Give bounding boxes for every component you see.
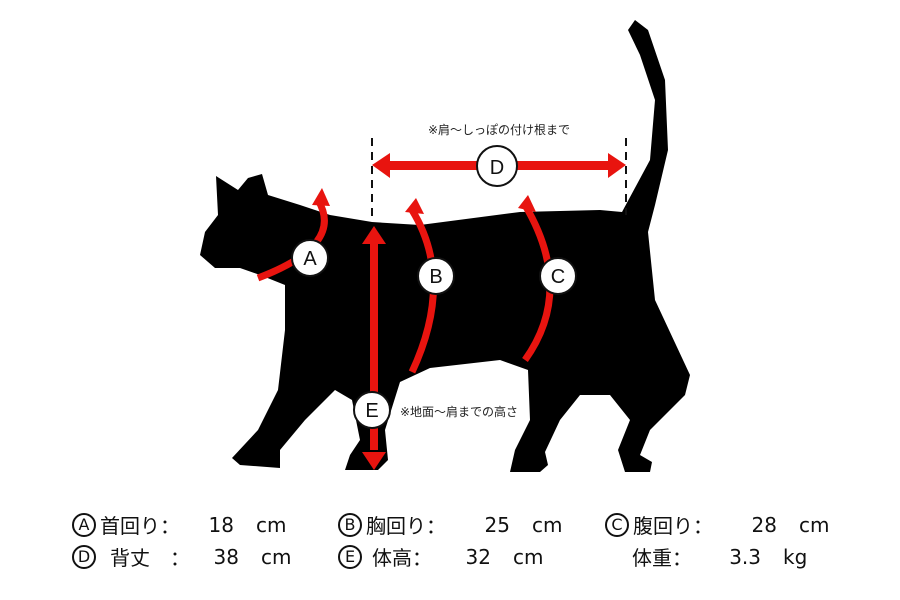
unit: cm: [261, 544, 292, 569]
label: 体高：: [372, 546, 432, 570]
arc-arrowheads: [312, 188, 536, 214]
label-c: C: [551, 266, 565, 288]
label: 首回り：: [100, 514, 180, 538]
label-a: A: [303, 248, 317, 270]
label: 腹回り：: [633, 514, 713, 538]
mark-d: D: [72, 544, 96, 569]
label: 背丈 ：: [110, 546, 190, 570]
label: 体重：: [632, 546, 692, 570]
unit: cm: [513, 544, 544, 569]
cat-silhouette: [200, 20, 690, 472]
d-guide-lines: [371, 138, 627, 222]
value: 3.3: [729, 544, 761, 569]
value: 38: [213, 544, 239, 569]
mark-c: C: [605, 512, 629, 537]
measurement-height: E 体高： 32 cm: [338, 542, 543, 571]
note-back-length: ※肩～しっぽの付け根まで: [428, 123, 571, 137]
measurement-back-length: D 背丈 ： 38 cm: [72, 542, 291, 571]
mark-a: A: [72, 512, 96, 537]
value: 32: [465, 544, 491, 569]
label: 胸回り：: [366, 514, 446, 538]
note-height: ※地面～肩までの高さ: [400, 405, 519, 419]
unit: cm: [799, 512, 830, 537]
value: 28: [751, 512, 777, 537]
label-b: B: [429, 266, 442, 288]
value: 18: [208, 512, 234, 537]
unit: kg: [783, 544, 808, 569]
mark-e: E: [338, 544, 362, 569]
measurement-weight: 体重： 3.3 kg: [632, 542, 807, 571]
label-circles: [291, 145, 577, 429]
unit: cm: [532, 512, 563, 537]
label-d: D: [490, 157, 504, 179]
unit: cm: [256, 512, 287, 537]
mark-b: B: [338, 512, 362, 537]
label-e: E: [365, 400, 378, 422]
arrow-e: [370, 240, 378, 450]
value: 25: [484, 512, 510, 537]
